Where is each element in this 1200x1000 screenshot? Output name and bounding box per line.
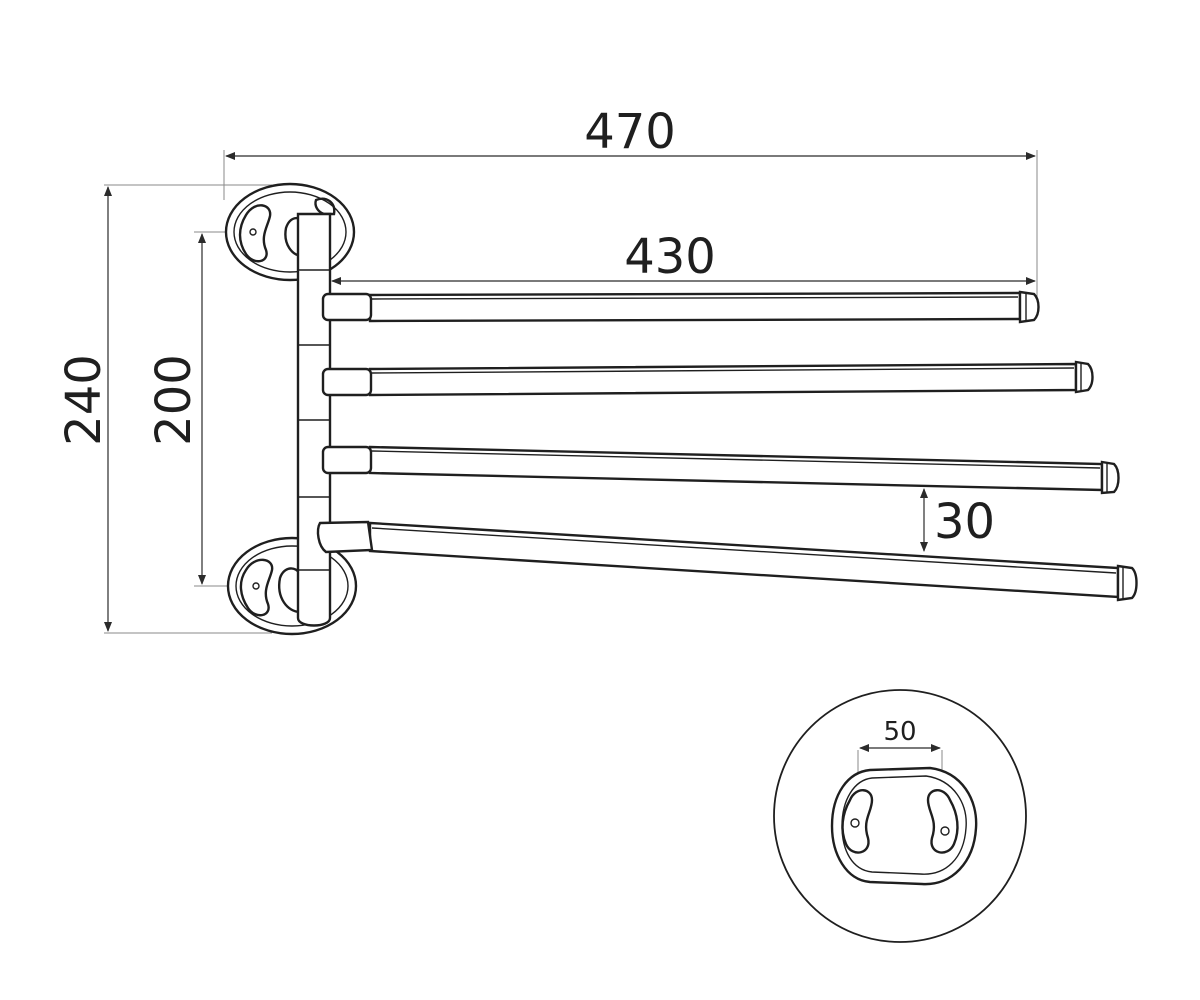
mount-spacing-label: 200 (146, 354, 202, 446)
dimension-bar-spacing: 30 (920, 488, 995, 552)
pivot-post (296, 212, 332, 627)
overall-width-label: 470 (584, 104, 676, 160)
bar-length-label: 430 (624, 229, 716, 285)
dimension-bar-length: 430 (331, 229, 1036, 285)
mount-detail-view: 50 (773, 689, 1027, 943)
towel-bar-4 (316, 520, 1138, 602)
towel-bar-1 (321, 290, 1040, 324)
upper-wall-mount (224, 182, 356, 282)
dimension-overall-height: 240 (56, 184, 272, 634)
dimension-overall-width: 470 (223, 104, 1038, 300)
bar-spacing-label: 30 (934, 494, 995, 550)
dimension-mount-spacing: 200 (146, 231, 254, 587)
mount-hole-spacing-label: 50 (883, 717, 916, 747)
overall-height-label: 240 (56, 354, 112, 446)
towel-bar-3 (321, 445, 1120, 495)
towel-bar-2 (321, 360, 1094, 397)
